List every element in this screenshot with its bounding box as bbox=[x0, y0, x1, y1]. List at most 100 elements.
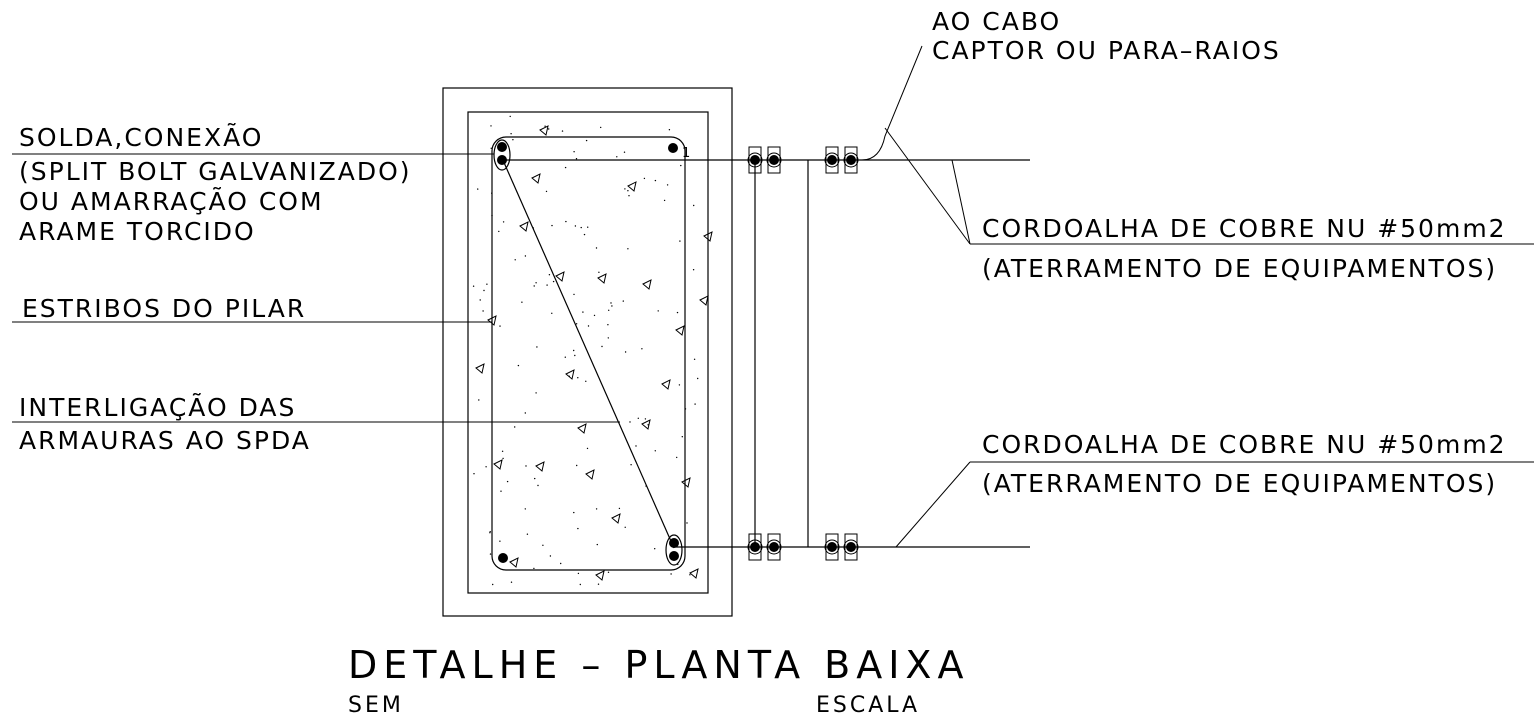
label-solda-line-3: OU AMARRAÇÃO COM bbox=[19, 186, 324, 216]
aggregate-mark bbox=[703, 231, 713, 242]
concrete-dot bbox=[525, 465, 527, 467]
concrete-dot bbox=[532, 227, 534, 229]
concrete-dot bbox=[501, 450, 504, 452]
concrete-dot bbox=[607, 337, 609, 339]
concrete-dot bbox=[568, 375, 570, 377]
aggregate-mark bbox=[675, 325, 685, 336]
concrete-dot bbox=[490, 147, 492, 149]
concrete-dot bbox=[654, 548, 656, 550]
aggregate-mark bbox=[509, 557, 519, 568]
concrete-dot bbox=[607, 571, 610, 573]
label-cordoalha-bottom-line-1: CORDOALHA DE COBRE NU #50mm2 bbox=[982, 430, 1507, 459]
concrete-dot bbox=[509, 115, 511, 118]
concrete-dot bbox=[499, 540, 501, 542]
concrete-dot bbox=[546, 284, 548, 286]
concrete-dot bbox=[544, 125, 546, 127]
label-ao-cabo-line-1: AO CABO bbox=[932, 7, 1061, 36]
concrete-dot bbox=[551, 224, 553, 227]
concrete-dot bbox=[681, 436, 683, 438]
aggregate-mark bbox=[611, 513, 621, 524]
concrete-dot bbox=[601, 345, 603, 348]
label-interligacao-line-2: ARMAURAS AO SPDA bbox=[19, 426, 311, 455]
concrete-dot bbox=[535, 282, 537, 284]
concrete-dot bbox=[635, 445, 637, 447]
concrete-dot bbox=[644, 418, 647, 420]
concrete-dot bbox=[686, 522, 688, 524]
concrete-dot bbox=[491, 214, 493, 217]
concrete-dot bbox=[657, 310, 659, 312]
concrete-dot bbox=[595, 508, 598, 510]
concrete-dot bbox=[692, 269, 695, 271]
concrete-dot bbox=[580, 226, 582, 229]
aggregate-mark bbox=[475, 363, 485, 374]
concrete-dot bbox=[510, 133, 512, 135]
concrete-dot bbox=[524, 412, 526, 414]
concrete-dot bbox=[684, 408, 687, 410]
label-ao-cabo-line-2: CAPTOR OU PARA–RAIOS bbox=[932, 36, 1281, 65]
concrete-dot bbox=[623, 151, 626, 153]
concrete-dot bbox=[608, 309, 610, 311]
aggregate-mark bbox=[595, 570, 605, 581]
concrete-dot bbox=[689, 574, 691, 576]
concrete-dot bbox=[576, 464, 578, 467]
label-cordoalha-bottom: CORDOALHA DE COBRE NU #50mm2 (ATERRAMENT… bbox=[982, 430, 1507, 498]
concrete-dot bbox=[537, 484, 539, 487]
clamp-icon bbox=[747, 146, 763, 174]
concrete-dot bbox=[577, 527, 579, 530]
concrete-dot bbox=[548, 274, 551, 276]
column-stirrup bbox=[491, 136, 686, 571]
scale-note-right: ESCALA bbox=[816, 693, 920, 718]
concrete-dot bbox=[627, 190, 629, 192]
concrete-dot bbox=[654, 450, 656, 452]
concrete-dot bbox=[637, 417, 639, 419]
label-solda-line-4: ARAME TORCIDO bbox=[19, 217, 256, 246]
clamp-group bbox=[747, 146, 859, 561]
scale-note-left: SEM bbox=[348, 693, 404, 718]
label-ao-cabo: AO CABO CAPTOR OU PARA–RAIOS bbox=[932, 7, 1281, 65]
concrete-dot bbox=[694, 403, 696, 405]
concrete-dot bbox=[610, 302, 612, 304]
concrete-dot bbox=[514, 259, 516, 261]
concrete-dot bbox=[491, 192, 493, 194]
concrete-dot bbox=[600, 126, 602, 129]
concrete-dot bbox=[517, 364, 520, 367]
concrete-dot bbox=[693, 358, 696, 360]
concrete-dot bbox=[535, 392, 537, 394]
rebar-tag: 1 bbox=[682, 146, 690, 161]
concrete-dot bbox=[585, 139, 588, 142]
concrete-dot bbox=[498, 230, 500, 233]
aggregate-mark bbox=[577, 423, 587, 434]
concrete-dot bbox=[485, 466, 487, 468]
label-cordoalha-top: CORDOALHA DE COBRE NU #50mm2 (ATERRAMENT… bbox=[982, 214, 1505, 283]
label-estribos: ESTRIBOS DO PILAR bbox=[22, 294, 306, 323]
concrete-dot bbox=[676, 311, 679, 314]
aggregate-mark bbox=[535, 461, 545, 472]
concrete-dot bbox=[502, 221, 505, 223]
aggregate-mark bbox=[555, 271, 565, 282]
concrete-dot bbox=[611, 305, 613, 307]
concrete-dot bbox=[490, 125, 492, 127]
aggregate-mark bbox=[627, 181, 637, 192]
rebar-bottom-right-1 bbox=[669, 538, 679, 548]
concrete-dot bbox=[574, 225, 577, 227]
aggregate-mark bbox=[565, 369, 575, 380]
concrete-dot bbox=[574, 354, 576, 357]
concrete-dot bbox=[542, 544, 544, 546]
concrete-dot bbox=[597, 583, 600, 585]
concrete-dot bbox=[595, 247, 598, 249]
concrete-dot bbox=[697, 377, 699, 380]
rebar-top-right bbox=[668, 143, 678, 153]
concrete-dot bbox=[533, 567, 535, 570]
aggregate-mark bbox=[585, 469, 595, 480]
concrete-dot bbox=[582, 311, 584, 313]
concrete-dot bbox=[524, 508, 526, 510]
concrete-dot bbox=[624, 351, 627, 353]
concrete-dot bbox=[486, 283, 488, 285]
label-interligacao: INTERLIGAÇÃO DAS ARMAURAS AO SPDA bbox=[19, 392, 311, 455]
concrete-dot bbox=[514, 426, 516, 428]
concrete-dot bbox=[629, 421, 631, 423]
concrete-dot bbox=[663, 199, 666, 202]
concrete-dot bbox=[536, 346, 538, 348]
concrete-dot bbox=[628, 195, 630, 197]
aggregate-mark bbox=[641, 419, 651, 430]
